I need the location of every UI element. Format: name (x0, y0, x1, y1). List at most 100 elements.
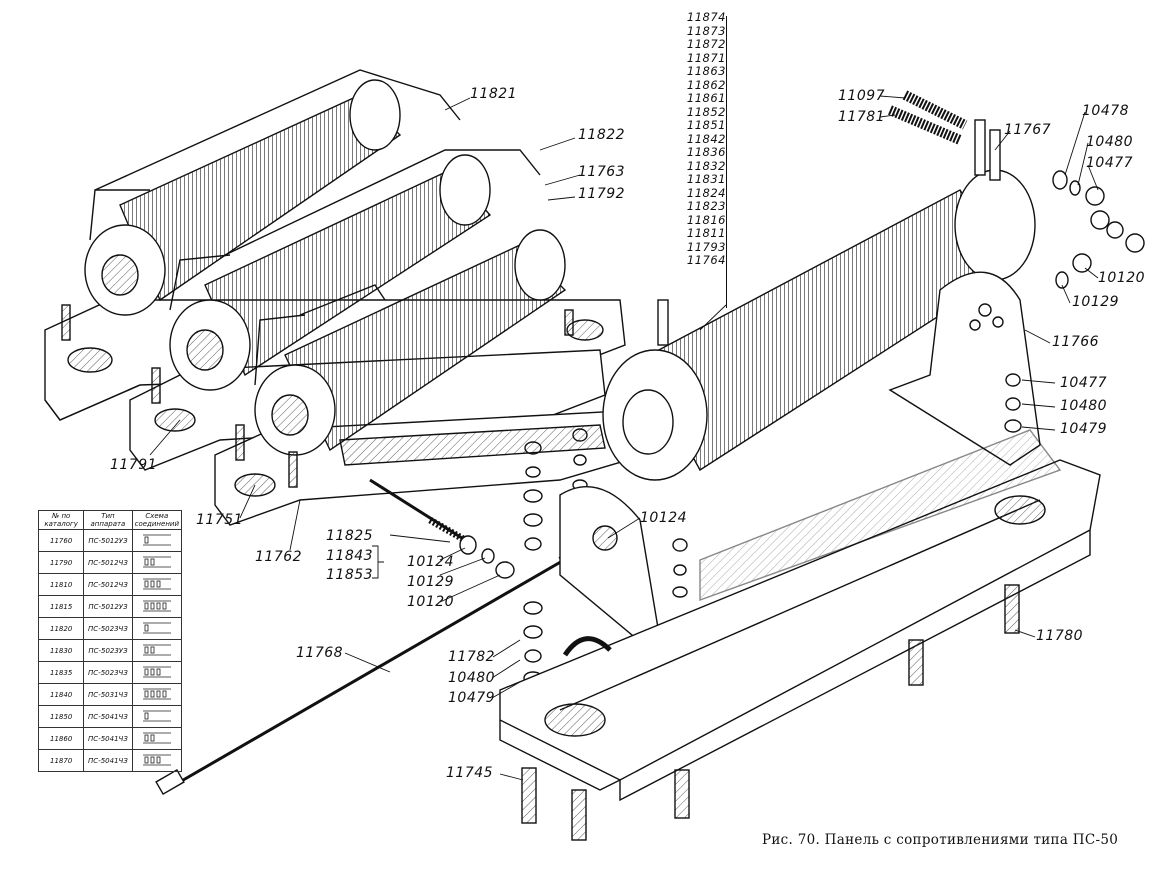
label-11745: 11745 (446, 765, 494, 781)
label-11768: 11768 (296, 645, 344, 661)
label-10480-top: 10480 (1086, 134, 1134, 150)
label-10129-right: 10129 (1072, 294, 1120, 310)
cell-device-type: ПС-5023ЧЗ (83, 661, 133, 684)
cell-catalog-no: 11870 (37, 749, 85, 772)
stack-item: 11831 (686, 172, 726, 186)
wiring-scheme-icon (131, 705, 183, 728)
cell-catalog-no: 11810 (37, 573, 85, 596)
col-wiring-scheme: Схема соединений (131, 510, 183, 530)
label-10480-bottom: 10480 (448, 670, 496, 686)
bolts-top (888, 90, 968, 145)
wiring-scheme-icon (131, 573, 183, 596)
tie-rod-short (369, 478, 467, 544)
label-11763: 11763 (578, 164, 626, 180)
cell-device-type: ПС-5031ЧЗ (83, 683, 133, 706)
wiring-scheme-icon (131, 551, 183, 574)
label-11792: 11792 (578, 186, 626, 202)
label-10129-left: 10129 (407, 574, 455, 590)
wiring-scheme-icon (131, 529, 183, 552)
base-plate-right (499, 429, 1101, 802)
cell-device-type: ПС-5023ЧЗ (83, 617, 133, 640)
stack-item: 11871 (686, 50, 726, 65)
cell-catalog-no: 11790 (37, 551, 85, 574)
cell-device-type: ПС-5023УЗ (83, 639, 133, 662)
catalog-table: № по каталогу Тип аппарата Схема соедине… (37, 510, 183, 772)
cell-catalog-no: 11860 (37, 727, 85, 750)
nuts-washers-right (1004, 170, 1145, 433)
stack-item: 11811 (686, 226, 726, 240)
cell-catalog-no: 11815 (37, 595, 85, 618)
resistor-front (254, 229, 567, 456)
leader-lines (149, 95, 1099, 781)
stack-leader-line (726, 16, 727, 308)
stack-item: 11836 (686, 145, 726, 159)
stack-item: 11862 (686, 77, 726, 92)
label-11767: 11767 (1004, 122, 1052, 138)
stack-item: 11874 (686, 10, 726, 24)
cell-catalog-no: 11760 (37, 529, 85, 552)
cell-catalog-no: 11840 (37, 683, 85, 706)
stack-item: 11823 (686, 199, 726, 213)
stack-item: 11832 (686, 158, 726, 173)
label-11821: 11821 (470, 86, 518, 102)
stack-item: 11852 (686, 104, 726, 119)
label-10479-right: 10479 (1060, 421, 1108, 437)
label-11822: 11822 (578, 127, 626, 143)
stack-item: 11764 (686, 253, 726, 267)
cell-device-type: ПС-5012УЗ (83, 595, 133, 618)
stack-item: 11873 (686, 23, 726, 38)
cell-device-type: ПС-5041ЧЗ (83, 749, 133, 772)
nuts-washers-left (459, 535, 515, 579)
cell-catalog-no: 11850 (37, 705, 85, 728)
resistor-rear (84, 69, 461, 316)
col-catalog-no: № по каталогу (37, 510, 85, 530)
resistor-right (602, 119, 1036, 481)
label-10120-right: 10120 (1098, 270, 1146, 286)
label-10480-right: 10480 (1060, 398, 1108, 414)
wiring-scheme-icon (131, 749, 183, 772)
figure-caption: Рис. 70. Панель с сопротивлениями типа П… (762, 832, 1119, 848)
label-10477-top: 10477 (1086, 155, 1134, 171)
label-11843: 11843 (326, 548, 374, 564)
label-10478: 10478 (1082, 103, 1130, 119)
wiring-scheme-icon (131, 683, 183, 706)
stack-item: 11861 (686, 91, 726, 105)
label-11782: 11782 (448, 649, 496, 665)
cell-catalog-no: 11820 (37, 617, 85, 640)
label-11766: 11766 (1052, 334, 1100, 350)
stack-item: 11824 (686, 185, 726, 200)
resistor-middle (169, 149, 541, 391)
stack-item: 11863 (686, 64, 726, 78)
wiring-scheme-icon (131, 727, 183, 750)
table-header-row: № по каталогу Тип аппарата Схема соедине… (37, 510, 183, 530)
wiring-scheme-icon (131, 661, 183, 684)
label-11780: 11780 (1036, 628, 1084, 644)
label-10124-left: 10124 (407, 554, 455, 570)
cell-device-type: ПС-5012ЧЗ (83, 551, 133, 574)
bracket-11825-group (372, 545, 384, 579)
cell-device-type: ПС-5012ЧЗ (83, 573, 133, 596)
stack-item: 11872 (686, 37, 726, 51)
label-10120-left: 10120 (407, 594, 455, 610)
cell-device-type: ПС-5041ЧЗ (83, 705, 133, 728)
cell-device-type: ПС-5041ЧЗ (83, 727, 133, 750)
stack-item: 11851 (686, 118, 726, 132)
label-11762: 11762 (255, 549, 303, 565)
label-11751: 11751 (196, 512, 244, 528)
label-11781: 11781 (838, 109, 886, 125)
left-resistor-assembly (44, 69, 646, 526)
col-device-type: Тип аппарата (83, 510, 133, 530)
